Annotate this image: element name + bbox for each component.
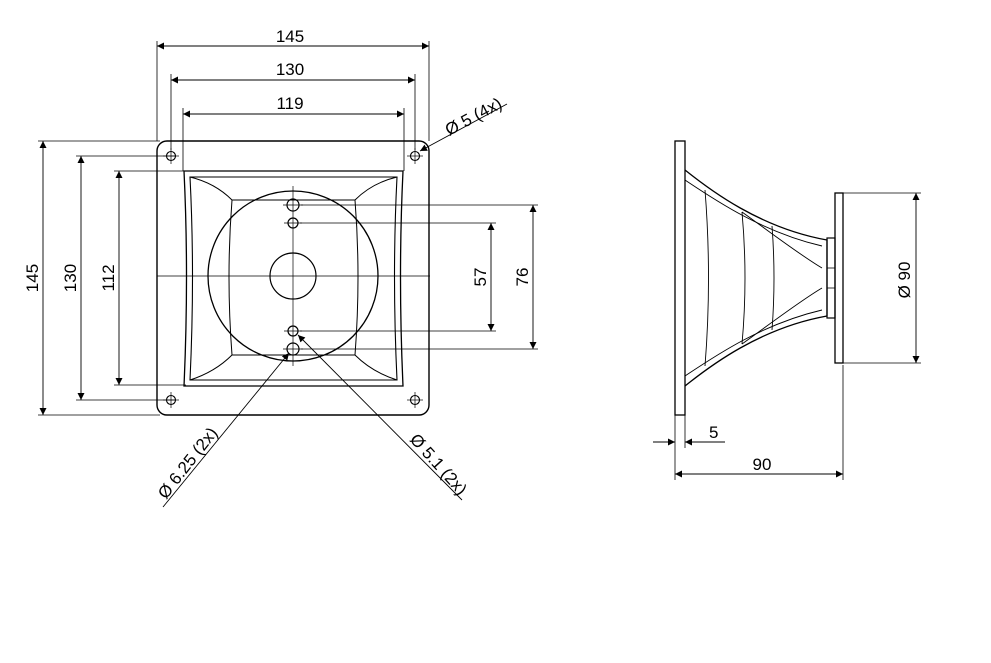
corner-bolt-hole	[407, 392, 423, 408]
dim-label: 90	[753, 455, 772, 474]
front-flange-outline	[156, 140, 430, 416]
callout-large-hole: Ø 6.25 (2x)	[154, 352, 290, 508]
throat-hole-large	[283, 342, 303, 356]
dim-throat-bolt-spacing-inner: 57	[300, 222, 496, 332]
dim-overall-width: 145	[156, 27, 430, 141]
dim-overall-height: 145	[23, 140, 160, 416]
callout-small-hole: Ø 5.1 (2x)	[297, 334, 471, 501]
dim-label: 119	[276, 94, 303, 113]
callout-label: Ø 6.25 (2x)	[154, 424, 221, 503]
dim-hole-spacing-height: 130	[61, 155, 175, 401]
dim-inner-width: 119	[182, 94, 405, 171]
dim-inner-height: 112	[99, 170, 186, 386]
horn-contour-right	[354, 199, 359, 356]
corner-bolt-hole	[407, 148, 423, 164]
dim-label: 5	[709, 423, 718, 442]
dim-label: 112	[99, 264, 118, 291]
horn-mouth-outer	[183, 170, 404, 387]
horn-contour-top	[189, 176, 398, 201]
dim-label: Ø 90	[895, 262, 914, 299]
side-horn-contour	[741, 211, 823, 345]
callout-label: Ø 5 (4x)	[442, 94, 505, 140]
side-neck	[826, 237, 836, 319]
side-horn-body	[684, 169, 828, 387]
side-horn-rib	[741, 211, 746, 345]
throat-hole-small	[284, 325, 302, 337]
dim-label: 57	[471, 268, 490, 287]
throat-hole-large	[283, 198, 303, 212]
dim-label: 145	[276, 27, 304, 46]
dim-label: 76	[513, 268, 532, 287]
dim-throat-bolt-spacing-outer: 76	[301, 204, 538, 350]
callout-label: Ø 5.1 (2x)	[406, 430, 471, 499]
dim-label: 145	[23, 264, 42, 292]
dim-flange-thickness: 5	[653, 415, 725, 480]
callout-bolt-hole: Ø 5 (4x)	[419, 94, 508, 152]
dim-hole-spacing-width: 130	[170, 60, 416, 150]
throat-hole-small	[284, 217, 302, 229]
side-view: 5 90 Ø 90	[653, 140, 921, 480]
side-horn-inner	[684, 179, 823, 377]
side-horn-rib	[704, 189, 709, 367]
front-view: 145 130 119 145 130	[23, 27, 538, 508]
dim-label: 130	[61, 264, 80, 292]
side-throat-flange	[834, 192, 844, 364]
dim-label: 130	[276, 60, 304, 79]
horn-mouth-inner	[189, 176, 398, 381]
side-horn-rib	[771, 225, 775, 331]
dim-overall-depth: 90	[675, 365, 844, 480]
dim-throat-flange-diameter: Ø 90	[843, 192, 921, 364]
horn-contour-bottom	[189, 354, 398, 381]
side-mouth-flange	[674, 140, 686, 416]
